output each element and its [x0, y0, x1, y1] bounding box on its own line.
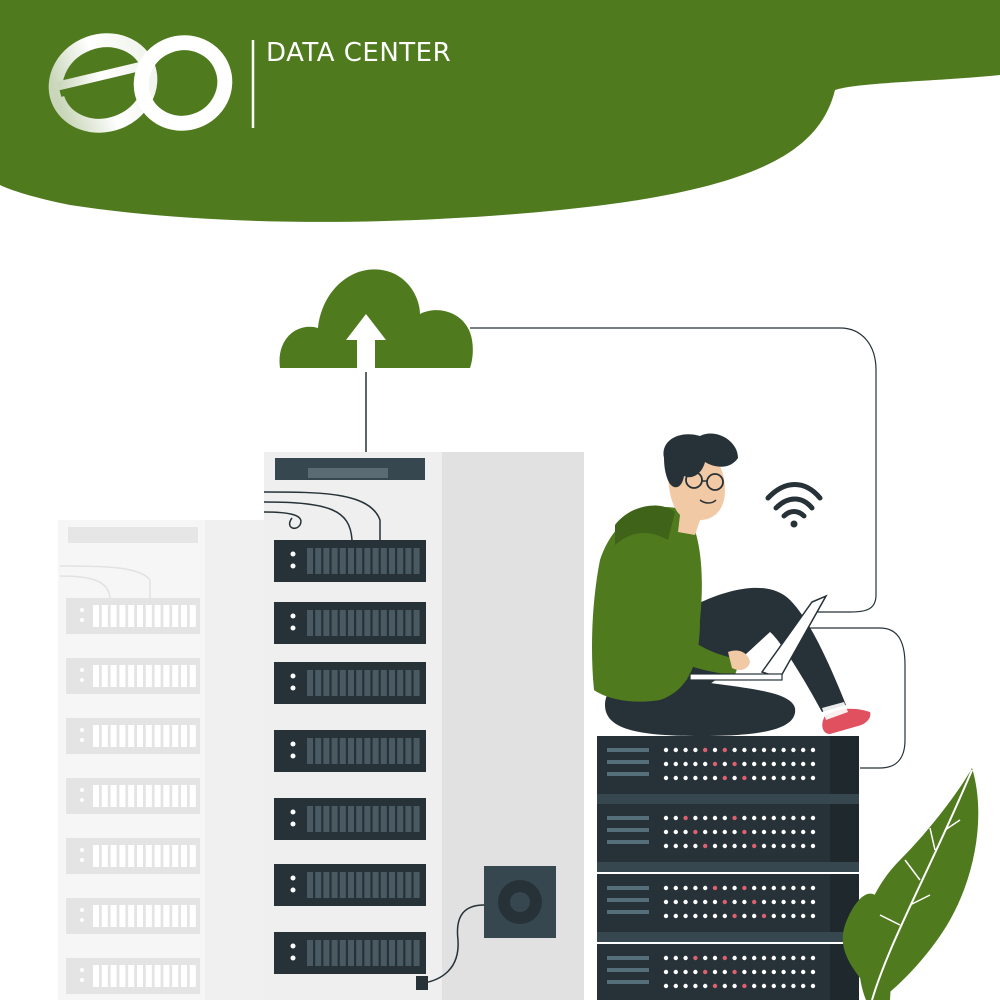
- rack-unit: [274, 540, 426, 582]
- faded-rack-unit: [66, 838, 200, 874]
- faded-rack-unit: [66, 718, 200, 754]
- rack-unit: [274, 864, 426, 906]
- rack-unit: [274, 932, 426, 974]
- stacked-server-unit: [597, 874, 859, 942]
- faded-rack-unit: [66, 598, 200, 634]
- faded-rack-unit: [66, 898, 200, 934]
- stacked-server-unit: [597, 804, 859, 872]
- stacked-server-unit: [597, 736, 859, 804]
- leaf-plant-icon: [842, 768, 979, 1000]
- faded-rack-unit: [66, 778, 200, 814]
- cloud-upload-icon: [279, 269, 473, 372]
- page-title: DATA CENTER: [266, 38, 452, 68]
- person-with-laptop: [592, 433, 871, 736]
- rack-unit: [274, 662, 426, 704]
- rack-unit: [274, 798, 426, 840]
- stacked-servers: [597, 736, 859, 1000]
- network-cable: [470, 327, 877, 613]
- network-cable-lower: [800, 627, 906, 769]
- faded-server-rack: [58, 520, 265, 1000]
- eo-logo: [48, 33, 233, 133]
- faded-rack-unit: [66, 658, 200, 694]
- rack-unit: [274, 602, 426, 644]
- faded-rack-unit: [66, 958, 200, 994]
- rack-unit: [274, 730, 426, 772]
- header-banner: [0, 0, 1000, 222]
- speaker-icon: [416, 866, 556, 990]
- wifi-icon: [765, 482, 823, 528]
- stacked-server-unit: [597, 944, 859, 1000]
